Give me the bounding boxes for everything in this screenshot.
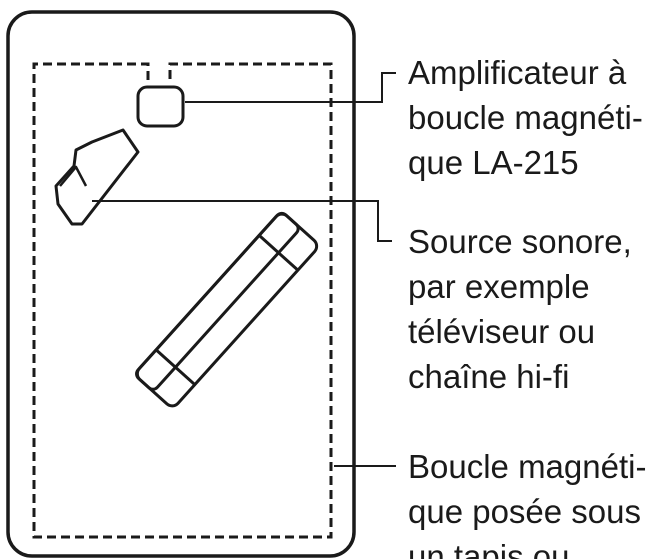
label-amplifier-line: boucle magnéti-	[408, 99, 643, 136]
leader-line-source	[92, 200, 392, 242]
label-amplifier: Amplificateur à boucle magnéti- que LA-2…	[408, 50, 643, 185]
leader-line-amplifier	[185, 72, 396, 103]
label-amplifier-line: Amplificateur à	[408, 54, 627, 91]
label-source-line: Source sonore,	[408, 223, 632, 260]
label-loop: Boucle magnéti- que posée sous un tapis …	[408, 444, 646, 559]
label-source-line: téléviseur ou	[408, 313, 596, 350]
amplifier-device	[136, 85, 185, 128]
label-loop-line: un tapis ou	[408, 538, 570, 559]
label-loop-line: Boucle magnéti-	[408, 448, 647, 485]
sofa	[135, 211, 319, 408]
room-outline	[6, 10, 356, 558]
label-source-line: chaîne hi-fi	[408, 358, 570, 395]
sound-source-device	[54, 128, 140, 226]
magnetic-loop	[32, 62, 333, 539]
label-source-line: par exemple	[408, 268, 590, 305]
label-loop-line: que posée sous	[408, 493, 642, 530]
label-source: Source sonore, par exemple téléviseur ou…	[408, 219, 632, 399]
label-amplifier-line: que LA-215	[408, 144, 579, 181]
